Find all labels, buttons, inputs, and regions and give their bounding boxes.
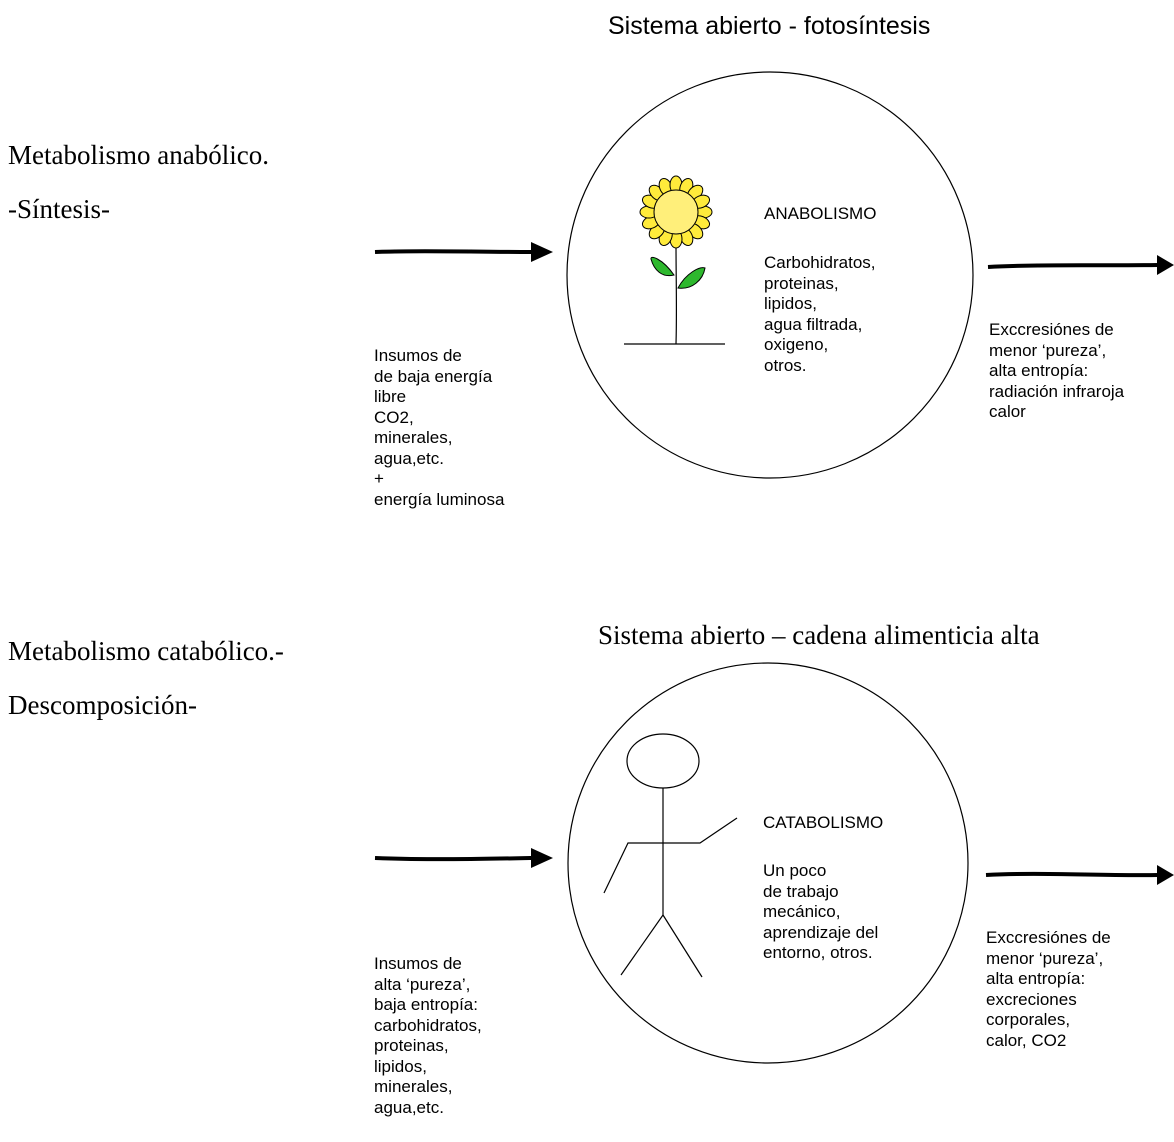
input-arrow-top xyxy=(374,242,553,262)
stick-figure-icon xyxy=(603,733,738,978)
output-arrow-bottom xyxy=(985,865,1174,885)
input-arrow-bottom xyxy=(374,848,553,868)
catabolism-circle xyxy=(567,662,969,1064)
anabolism-circle xyxy=(566,71,974,479)
bottom-outputs-text: Exccresiónes de menor ‘pureza’, alta ent… xyxy=(986,928,1111,1050)
anabolic-label: Metabolismo anabólico. -Síntesis- xyxy=(8,140,269,224)
sunflower-icon xyxy=(624,175,725,345)
bottom-title: Sistema abierto – cadena alimenticia alt… xyxy=(598,620,1040,650)
catabolism-products: Un poco de trabajo mecánico, aprendizaje… xyxy=(763,861,879,962)
top-outputs-text: Exccresiónes de menor ‘pureza’, alta ent… xyxy=(989,320,1125,421)
anabolism-heading: ANABOLISMO xyxy=(764,204,877,223)
output-arrow-top xyxy=(987,255,1174,275)
catabolic-label: Metabolismo catabólico.- Descomposición- xyxy=(8,636,284,720)
top-title: Sistema abierto - fotosíntesis xyxy=(608,12,931,40)
anabolism-products: Carbohidratos, proteinas, lipidos, agua … xyxy=(764,253,876,375)
bottom-inputs-text: Insumos de alta ‘pureza’, baja entropía:… xyxy=(374,954,482,1117)
catabolism-heading: CATABOLISMO xyxy=(763,813,884,832)
top-inputs-text: Insumos de de baja energía libre CO2, mi… xyxy=(374,346,505,509)
